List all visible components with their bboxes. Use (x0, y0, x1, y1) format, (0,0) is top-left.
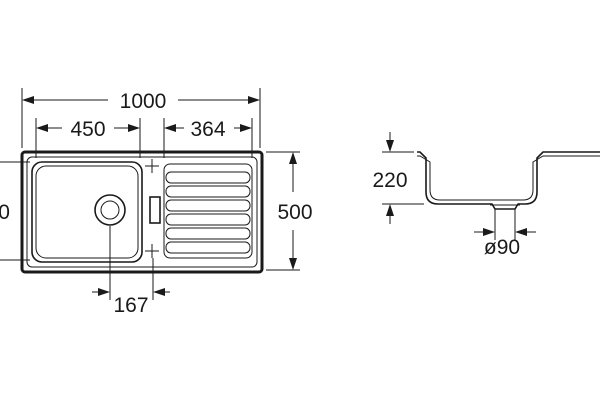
dimension-label-drain-offset: 167 (113, 294, 148, 317)
bowl-inner-outline (35, 165, 139, 259)
dimension-bowl-width: 450 (35, 118, 141, 158)
dimension-bowl-height: 400 (0, 161, 30, 261)
dimension-label-bowl-width: 450 (70, 118, 105, 141)
dimension-drain-diameter: ø90 (474, 209, 536, 259)
top-view: 1000 450 364 400 (0, 88, 313, 317)
dimension-bowl-depth: 220 (372, 132, 424, 224)
bowl-outline (31, 161, 143, 263)
dimension-label-bowl-height: 400 (0, 201, 10, 224)
tap-hole-bottom (145, 244, 159, 258)
dimension-overall-depth: 500 (266, 151, 313, 271)
dimension-label-bowl-depth: 220 (372, 169, 407, 192)
drain-inner (100, 200, 120, 220)
dimension-overall-width: 1000 (21, 88, 261, 148)
drainer-board (163, 163, 253, 259)
drain-outer (94, 194, 126, 226)
side-view: 220 ø90 (372, 132, 600, 259)
tap-hole-top (145, 159, 159, 173)
overflow-slot (149, 196, 161, 224)
sink-profile-outer (417, 151, 600, 210)
dimension-label-overall-width: 1000 (120, 90, 167, 113)
dimension-label-drainer-width: 364 (190, 118, 225, 141)
sink-inner-rim (26, 156, 258, 268)
dimension-drainer-width: 364 (163, 118, 253, 158)
dimension-label-drain-diameter: ø90 (484, 236, 520, 259)
sink-profile-inner (417, 155, 600, 201)
sink-outline (20, 150, 264, 274)
dimension-label-overall-depth: 500 (277, 201, 312, 224)
dimension-drain-offset: 167 (92, 226, 170, 317)
